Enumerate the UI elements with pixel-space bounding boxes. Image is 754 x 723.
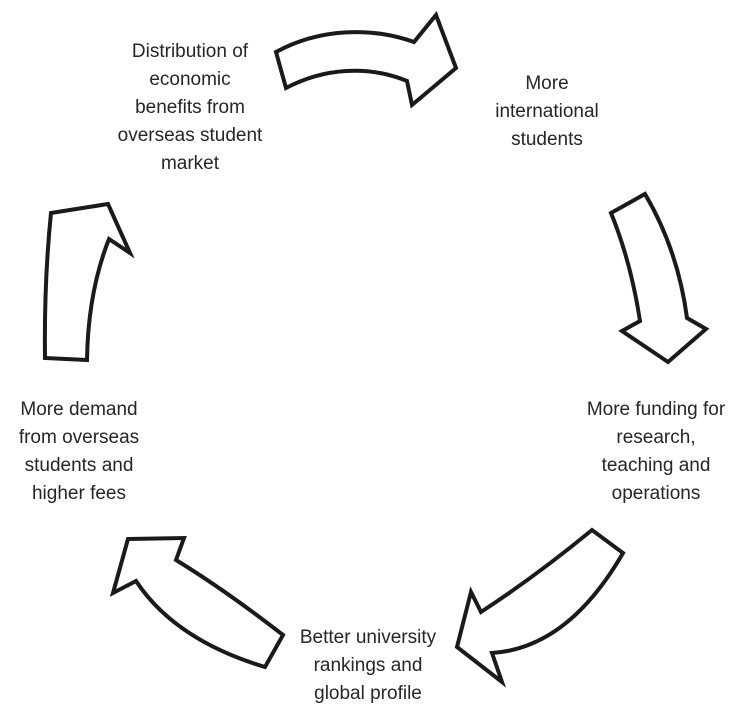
node-better-university-rankings: Better university rankings and global pr… xyxy=(299,627,437,704)
curved-arrow-up-icon xyxy=(42,201,135,363)
curved-arrow-down-icon xyxy=(608,191,710,365)
curved-arrow-right-icon xyxy=(273,11,459,109)
node-more-funding: More funding for research, teaching and … xyxy=(586,399,726,504)
curved-arrow-up-left-icon xyxy=(109,535,286,670)
node-more-demand: More demand from overseas students and h… xyxy=(18,399,140,504)
curved-arrow-down-left-icon xyxy=(454,527,626,688)
node-distribution-of-economic-benefits: Distribution of economic benefits from o… xyxy=(117,41,263,174)
node-more-international-students: More international students xyxy=(495,73,599,150)
